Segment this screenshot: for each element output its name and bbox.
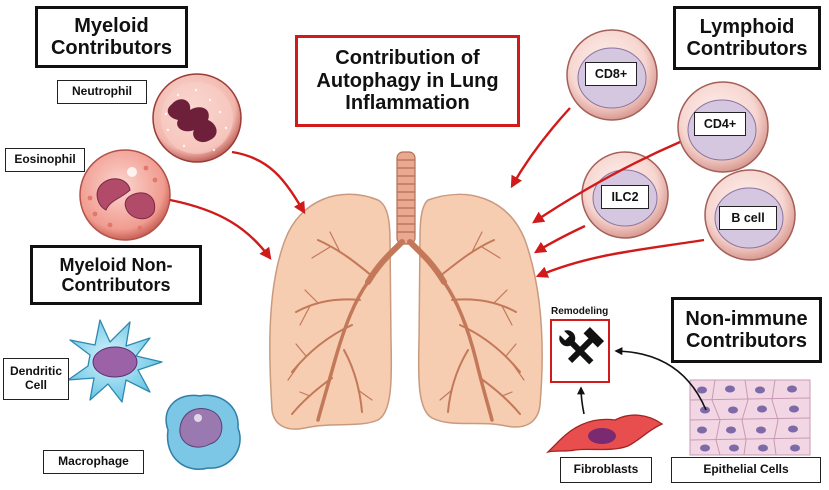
arrow-fibroblast-remodeling [577,386,586,415]
trachea [396,151,416,245]
red-arrows [169,107,705,278]
group-myeloid-contributors-label: Myeloid Contributors [50,14,173,59]
arrow-neutrophil [231,150,306,215]
fibroblast-cell [545,414,664,454]
neutrophil-cell [152,73,242,163]
arrow-epithelial-remodeling [614,347,707,411]
group-lymphoid-contributors-label: Lymphoid Contributors [686,15,808,60]
diagram-title-text: Contribution of Autophagy in Lung Inflam… [316,47,499,115]
eosinophil-cell [79,149,171,241]
hammer-wrench-icon [550,319,610,383]
label-dendritic-cell: Dendritic Cell [3,358,69,400]
right-lung [417,193,543,428]
lungs-illustration [269,151,543,430]
arrow-cd8 [510,107,571,189]
epithelial-sheet [689,379,811,456]
arrow-ilc2 [533,224,586,254]
group-non-immune-contributors: Non-immune Contributors [671,297,822,363]
label-cd8: CD8+ [585,62,637,86]
group-myeloid-non-contributors: Myeloid Non-Contributors [30,245,202,305]
diagram-title: Contribution of Autophagy in Lung Inflam… [295,35,520,127]
bronchial-tree [287,231,525,422]
dendritic-cell [67,319,163,403]
label-epithelial-cells: Epithelial Cells [671,457,821,483]
label-fibroblasts: Fibroblasts [560,457,652,483]
group-non-immune-contributors-label: Non-immune Contributors [685,307,808,352]
label-neutrophil: Neutrophil [57,80,147,104]
black-arrows [577,347,707,415]
label-macrophage: Macrophage [43,450,144,474]
label-eosinophil: Eosinophil [5,148,85,172]
label-ilc2: ILC2 [601,185,649,209]
label-bcell: B cell [719,206,777,230]
label-cd4: CD4+ [694,112,746,136]
left-lung [269,193,393,430]
group-myeloid-non-contributors-label: Myeloid Non-Contributors [59,254,173,295]
macrophage-cell [165,394,241,470]
remodeling-label: Remodeling [551,306,609,317]
group-myeloid-contributors: Myeloid Contributors [35,6,188,68]
group-lymphoid-contributors: Lymphoid Contributors [673,6,821,70]
arrow-eosinophil [169,198,272,260]
arrow-cd4 [532,140,681,224]
arrow-bcell [535,238,705,278]
